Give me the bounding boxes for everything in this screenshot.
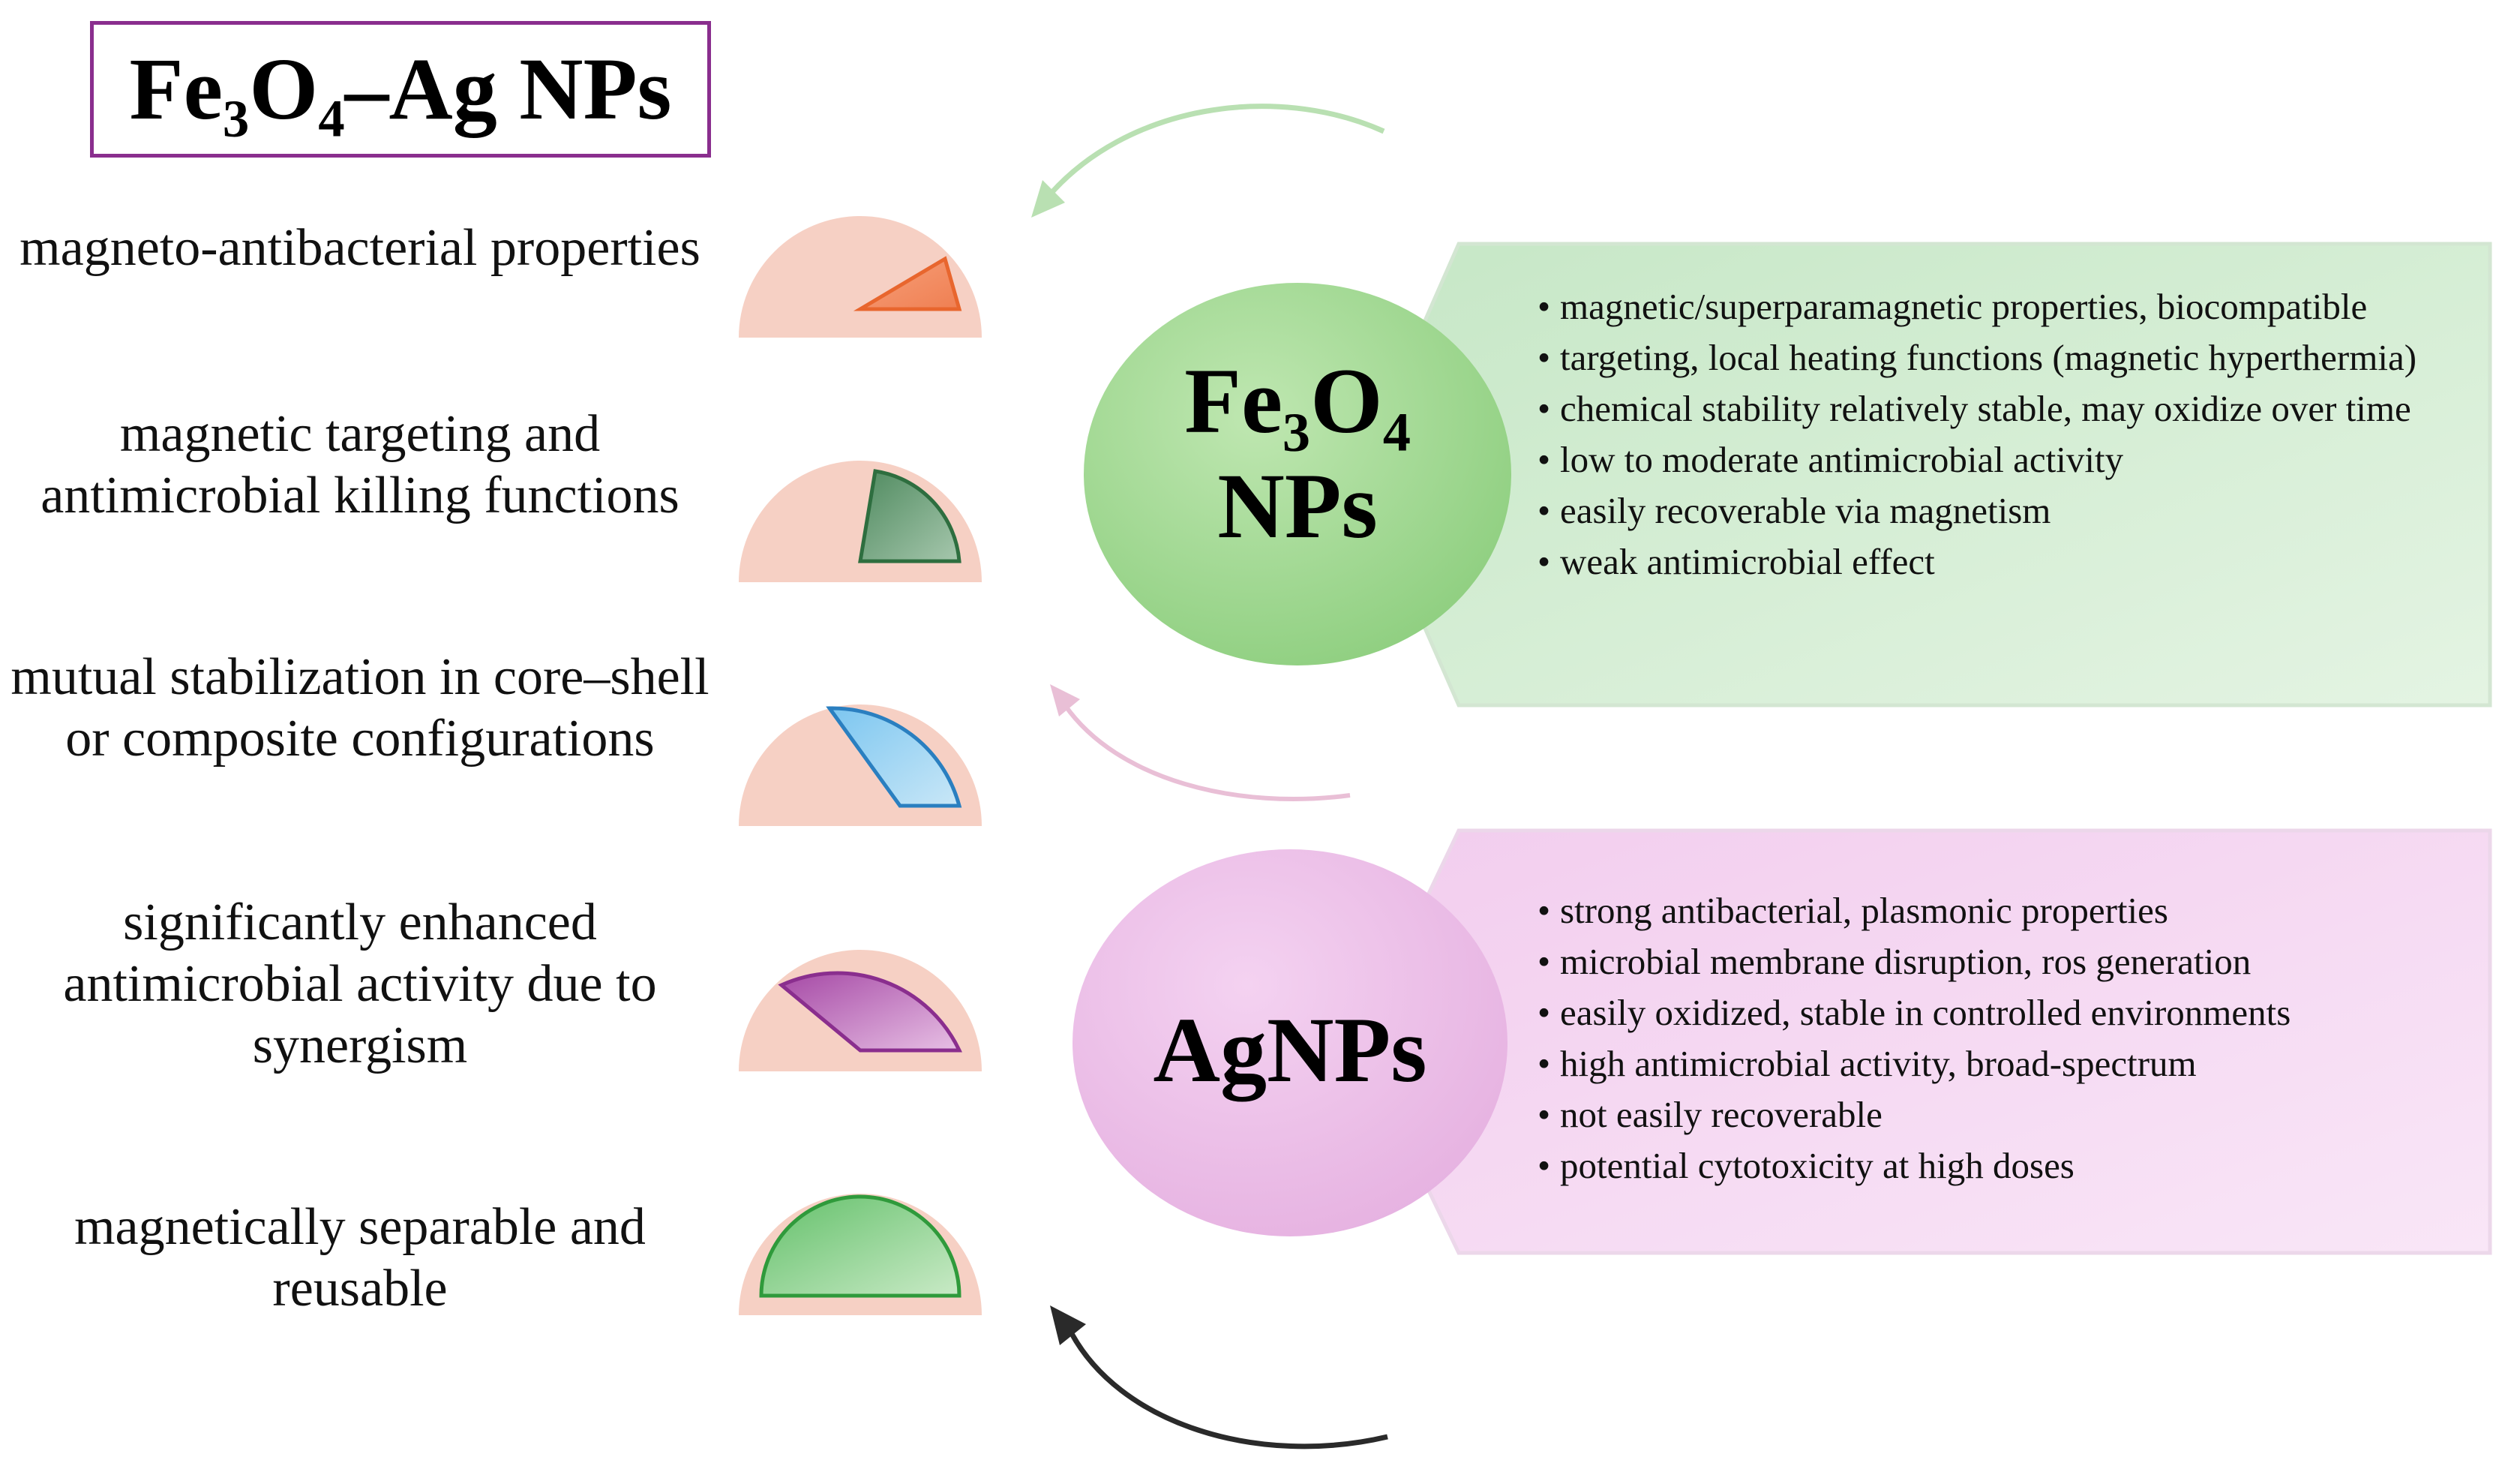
- agnps-circle: [1072, 849, 1508, 1236]
- property-label-2: magnetic targeting and antimicrobial kil…: [40, 405, 680, 524]
- fe3o4-bullet: easily recoverable via magnetism: [1538, 485, 2464, 536]
- agnps-bullet: potential cytotoxicity at high doses: [1538, 1140, 2464, 1191]
- property-label-5: magnetically separable and reusable: [74, 1198, 646, 1317]
- property-label-3: mutual stabilization in core–shell or co…: [10, 648, 710, 768]
- gauge-5: [739, 1194, 982, 1315]
- arrow-top-green: [1031, 104, 1385, 218]
- fe3o4-bullet-list: magnetic/superparamagnetic properties, b…: [1538, 281, 2464, 587]
- fe3o4-bullet: magnetic/superparamagnetic properties, b…: [1538, 281, 2464, 332]
- gauge-1: [739, 216, 982, 338]
- fe3o4-circle: [1084, 283, 1511, 665]
- green-wedge-icon: [858, 469, 962, 563]
- fe3o4-bullet: weak antimicrobial effect: [1538, 536, 2464, 587]
- agnps-circle-label: AgNPs: [1153, 999, 1427, 1101]
- arrow-middle-pink: [1050, 684, 1351, 801]
- fe3o4-circle-label: Fe₃O₄ NPs: [1110, 349, 1485, 559]
- property-label-4: significantly enhanced antimicrobial act…: [63, 894, 657, 1074]
- purple-wedge-icon: [778, 971, 962, 1053]
- blue-wedge-icon: [826, 706, 962, 808]
- fe3o4-bullet: low to moderate antimicrobial activity: [1538, 434, 2464, 485]
- fe3o4-bullet: targeting, local heating functions (magn…: [1538, 332, 2464, 383]
- agnps-bullet: strong antibacterial, plasmonic properti…: [1538, 885, 2464, 936]
- orange-small-wedge-icon: [853, 256, 962, 311]
- gauge-2: [739, 461, 982, 582]
- fe3o4-bullet: chemical stability relatively stable, ma…: [1538, 383, 2464, 434]
- property-label-1: magneto-antibacterial properties: [20, 219, 700, 277]
- agnps-bullet: not easily recoverable: [1538, 1089, 2464, 1140]
- main-title: Fe₃O₄–Ag NPs: [90, 21, 711, 158]
- arrow-bottom-black: [1050, 1305, 1388, 1449]
- gauge-3: [739, 704, 982, 826]
- fe3o4-label-line2: NPs: [1217, 455, 1378, 557]
- fe3o4-label-line1: Fe₃O₄: [1184, 350, 1411, 452]
- agnps-bullet-list: strong antibacterial, plasmonic properti…: [1538, 885, 2464, 1191]
- gauge-4: [739, 950, 982, 1071]
- agnps-bullet: easily oxidized, stable in controlled en…: [1538, 987, 2464, 1038]
- agnps-bullet: microbial membrane disruption, ros gener…: [1538, 936, 2464, 987]
- green-half-disc-icon: [759, 1194, 962, 1298]
- agnps-bullet: high antimicrobial activity, broad-spect…: [1538, 1038, 2464, 1089]
